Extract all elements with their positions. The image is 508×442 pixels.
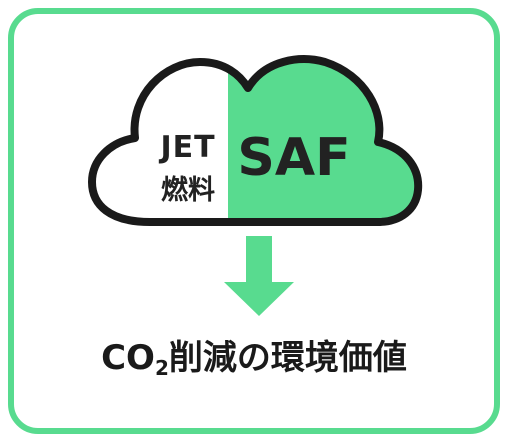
caption-suffix: 削減の環境価値 <box>168 338 407 378</box>
jet-fuel-label-line1: JET <box>160 130 216 165</box>
caption-prefix: CO <box>101 338 155 378</box>
caption-subscript: 2 <box>154 356 169 380</box>
caption: CO2削減の環境価値 <box>0 330 508 380</box>
saf-label: SAF <box>237 128 351 188</box>
jet-fuel-label-line2: 燃料 <box>161 175 215 206</box>
